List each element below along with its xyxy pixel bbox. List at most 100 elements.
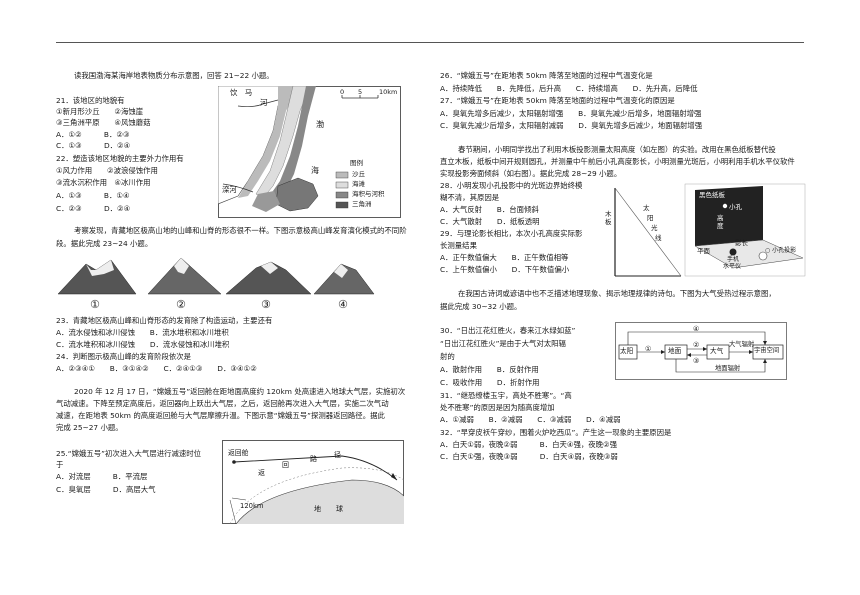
q25-stem2: 于 (56, 460, 64, 469)
earth-char-2: 球 (336, 505, 343, 513)
mountain-label-2: ② (176, 298, 186, 311)
q22-row1: ①风力作用 ②波浪侵蚀作用 (56, 166, 158, 175)
intro-28-29a: 春节期间，小明同学找出了利用木板投影测量太阳高度（如左图）的实验。改用在黑色纸板… (458, 145, 776, 154)
map-legend-dune: 沙丘 (352, 170, 365, 178)
return-path-char-1: 返 (258, 469, 265, 477)
intro-25-27b: 气动减速。下降至预定高度后，返回器向上跃出大气层，之后，返回舱再次进入大气层，实… (56, 399, 389, 408)
map-river-label: 河 (260, 98, 268, 107)
atmosphere-heating-diagram: 太阳 地面 大气 宇宙空间 大气辐射 地面辐射 ① ② ③ ④ (615, 322, 787, 380)
q27-row1: A．臭氧先增多后减少，太阳辐射增强 B．臭氧先减少后增多，地面辐射增强 (440, 109, 702, 118)
q30-stem1: 30．“日出江花红胜火，春来江水绿如蓝” (440, 326, 576, 335)
q24-stem: 24．判断图示极高山峰的发育阶段依次是 (56, 352, 192, 361)
q23-row1: A．流水侵蚀和冰川侵蚀 B．流水堆积和冰川堆积 (56, 328, 229, 337)
map-place-qinma: 饮 马 (230, 88, 253, 97)
q32-stem: 32．“早穿皮袄午穿纱，围着火炉吃西瓜”。产生这一现象的主要原因是 (440, 428, 672, 437)
sun-char-2: 阳 (647, 214, 654, 222)
q29-stem1: 29．与理论影长相比，本次小孔高度实际影 (440, 229, 583, 238)
board-char-2: 板 (605, 218, 612, 226)
height-char-2: 度 (717, 222, 724, 230)
map-legend-title: 图例 (350, 159, 363, 167)
q32-row2: C．白天①强，夜晚③弱 D．白天④弱，夜晚③弱 (440, 452, 618, 461)
map-legend-deposit: 海积与河积 (352, 190, 385, 198)
mountain-stages-figure: ① ② ③ ④ (56, 256, 376, 314)
sun-char-1: 太 (643, 204, 650, 212)
q28-stem2: 糊不清，其原因是 (440, 193, 500, 202)
q29-stem2: 长测量结果 (440, 241, 477, 250)
map-bo-label: 渤 (316, 120, 324, 129)
intro-25-27c: 减速，在距地表 50km 的高度返回舱与大气层摩擦升温。下图示意“嫦娥五号”探测… (56, 411, 385, 420)
q23-stem: 23．青藏地区极高山峰和山脊形态的发育除了构造运动，主要还有 (56, 316, 273, 325)
q22-row4: C．②③ D．②④ (56, 204, 131, 213)
q21-row1: ①新月形沙丘 ②海蚀崖 (56, 107, 144, 116)
header-rule (56, 42, 804, 43)
hole-label: 小孔 (729, 203, 742, 211)
return-cabin-label: 返回舱 (228, 449, 249, 457)
map-sea-label: 海 (311, 166, 319, 175)
intro-21-22: 读我国渤海某海岸地表物质分布示意图，回答 21~22 小题。 (74, 71, 274, 80)
q31-row1: A．①减弱 B．②减弱 C．③减弱 D．④减弱 (440, 415, 621, 424)
q30-row1: A．散射作用 B．反射作用 (440, 365, 539, 374)
heat-num-1: ① (645, 345, 652, 353)
q25-stem1: 25.“嫦娥五号”初次进入大气层进行减速时位 (56, 449, 202, 458)
q30-stem3: 射的 (440, 352, 455, 361)
shadow-experiment-figure: 木 板 太 阳 光 线 黑色纸板 小孔 高 度 影长 平面 手机 水平仪 ○ 小… (603, 180, 808, 280)
heat-atmos-box: 大气 (710, 347, 724, 355)
intro-25-27a: 2020 年 12 月 17 日，“嫦娥五号”返回舱在距地面高度约 120km … (74, 387, 406, 396)
bohai-coast-map: 饮 马 河 渤 海 滦河 0 5 10km 图例 沙丘 海滩 海积与河积 三角洲 (218, 86, 401, 218)
q25-row1: A．对流层 B．平流层 (56, 472, 148, 481)
map-legend-beach: 海滩 (352, 180, 365, 188)
intro-23-24b: 段。据此完成 23~24 小题。 (56, 239, 153, 248)
heat-sun-box: 太阳 (620, 347, 634, 355)
sun-char-3: 光 (651, 224, 658, 232)
heat-atm-rad-label: 大气辐射 (729, 341, 755, 348)
mountain-label-3: ③ (261, 298, 271, 311)
mountain-label-1: ① (90, 298, 100, 311)
q27-row2: C．臭氧先减少后增多，太阳辐射减弱 D．臭氧先增多后减少，地面辐射增强 (440, 121, 703, 130)
q24-row1: A．②③④① B．③①④② C．②④①③ D．③④①② (56, 364, 257, 373)
q26-stem: 26．“嫦娥五号”在距地表 50km 降落至地面的过程中气温变化是 (440, 71, 653, 80)
phone-label: 手机 (727, 256, 740, 263)
heat-num-2: ② (693, 341, 700, 349)
map-luanhe-label: 滦河 (222, 185, 237, 194)
return-height-label: 120km (240, 502, 264, 510)
heat-ground-box: 地面 (668, 347, 682, 355)
q21-row4: C．①③ D．②④ (56, 141, 131, 150)
intro-23-24a: 考察发现，青藏地区极高山地的山峰和山脊的形态很不一样。下图示意极高山峰发育演化模… (74, 226, 407, 235)
earth-char-1: 地 (314, 505, 321, 513)
map-scale-10: 10km (379, 88, 398, 96)
level-label: 水平仪 (723, 263, 742, 270)
map-scale-0: 0 (340, 88, 345, 96)
intro-30-32b: 据此完成 30~32 小题。 (440, 302, 522, 311)
q23-row2: C．流水堆积和冰川侵蚀 D．流水侵蚀和冰川堆积 (56, 340, 230, 349)
q32-row1: A．白天①弱，夜晚②弱 B．白天④强，夜晚②强 (440, 440, 618, 449)
sun-char-4: 线 (655, 234, 662, 242)
q21-row2: ③三角洲平原 ④风蚀蘑菇 (56, 118, 151, 127)
q28-row2: C．大气散射 D．纸板透明 (440, 217, 540, 226)
intro-28-29b: 直立木板，纸板中间开规则圆孔，并测量中午前后小孔高度影长，小明测量光斑后，小明利… (440, 157, 795, 166)
plane-label: 平面 (697, 247, 710, 255)
height-char-1: 高 (717, 214, 724, 222)
return-path-figure: 返回舱 返 回 路 径 120km 地 球 (222, 440, 404, 524)
q21-stem: 21．该地区的地貌有 (56, 96, 125, 105)
q31-stem2: 处不胜寒”的原因是因为随高度增加 (440, 403, 555, 412)
hole-projection-label: ○ 小孔投影 (765, 247, 797, 254)
q30-stem2: “日出江花红胜火”是由于大气对太阳辐 (440, 339, 566, 348)
heat-num-4: ④ (693, 325, 700, 333)
q28-row1: A．大气反射 B．台面倾斜 (440, 205, 539, 214)
q27-stem: 27．“嫦娥五号”在距地表 50km 降落至地面的过程中气温变化的原因是 (440, 96, 675, 105)
q31-stem1: 31．“继恐缭楼玉宇，高处不胜寒”。“高 (440, 391, 572, 400)
mountain-label-4: ④ (338, 298, 348, 311)
q22-row2: ③流水沉积作用 ④冰川作用 (56, 178, 151, 187)
map-scale-5: 5 (358, 88, 363, 96)
return-path-char-2: 回 (282, 461, 289, 469)
intro-25-27d: 完成 25~27 小题。 (56, 423, 123, 432)
board-char-1: 木 (605, 210, 612, 218)
q22-row3: A．①③ B．①④ (56, 191, 130, 200)
heat-ground-rad-label: 地面辐射 (715, 365, 741, 372)
q26-row1: A．持续降低 B．先降低，后升高 C．持续增高 D．先升高，后降低 (440, 84, 698, 93)
q29-row2: C．上午数值偏小 D．下午数值偏小 (440, 265, 570, 274)
q28-stem1: 28．小明发现小孔投影中的光斑边界始终模 (440, 181, 583, 190)
heat-num-3: ③ (693, 357, 700, 365)
return-path-char-3: 路 (310, 455, 317, 463)
intro-28-29c: 实现投影旁面倾斜（如右图）。据此完成 28~29 小题。 (440, 169, 622, 178)
